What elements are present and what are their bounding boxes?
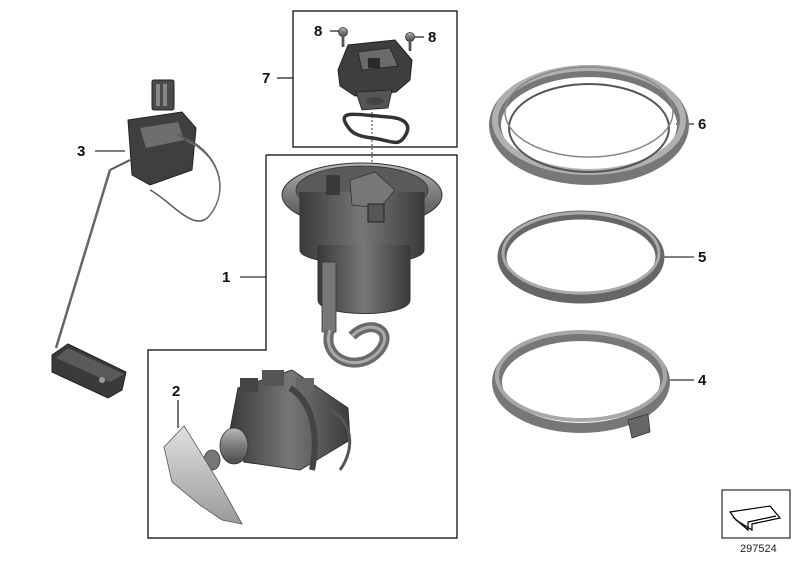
connector-icon — [337, 39, 413, 205]
callout-5: 5 — [698, 249, 707, 266]
gasket-icon — [497, 210, 665, 304]
callout-2: 2 — [172, 383, 181, 400]
callout-1: 1 — [222, 269, 231, 286]
screw-icon — [405, 32, 415, 51]
frame-lines — [147, 10, 458, 539]
callout-8-right: 8 — [428, 29, 437, 46]
callout-7: 7 — [262, 70, 271, 87]
level-sensor-icon — [51, 79, 221, 399]
callout-8-left: 8 — [314, 23, 323, 40]
direction-logo-icon — [721, 489, 791, 539]
callout-6: 6 — [698, 116, 707, 133]
gasket-icon — [342, 112, 410, 145]
filter-sheet-icon — [163, 425, 243, 525]
diagram-number: 297524 — [740, 543, 777, 555]
connector-frame — [292, 10, 458, 148]
ring-icon — [492, 330, 670, 439]
pump-frame — [147, 154, 458, 539]
callout-4: 4 — [698, 372, 707, 389]
screw-icon — [338, 27, 348, 47]
callout-3: 3 — [77, 143, 86, 160]
lock-ring-icon — [489, 65, 689, 185]
fuel-pump-icon — [189, 162, 443, 474]
